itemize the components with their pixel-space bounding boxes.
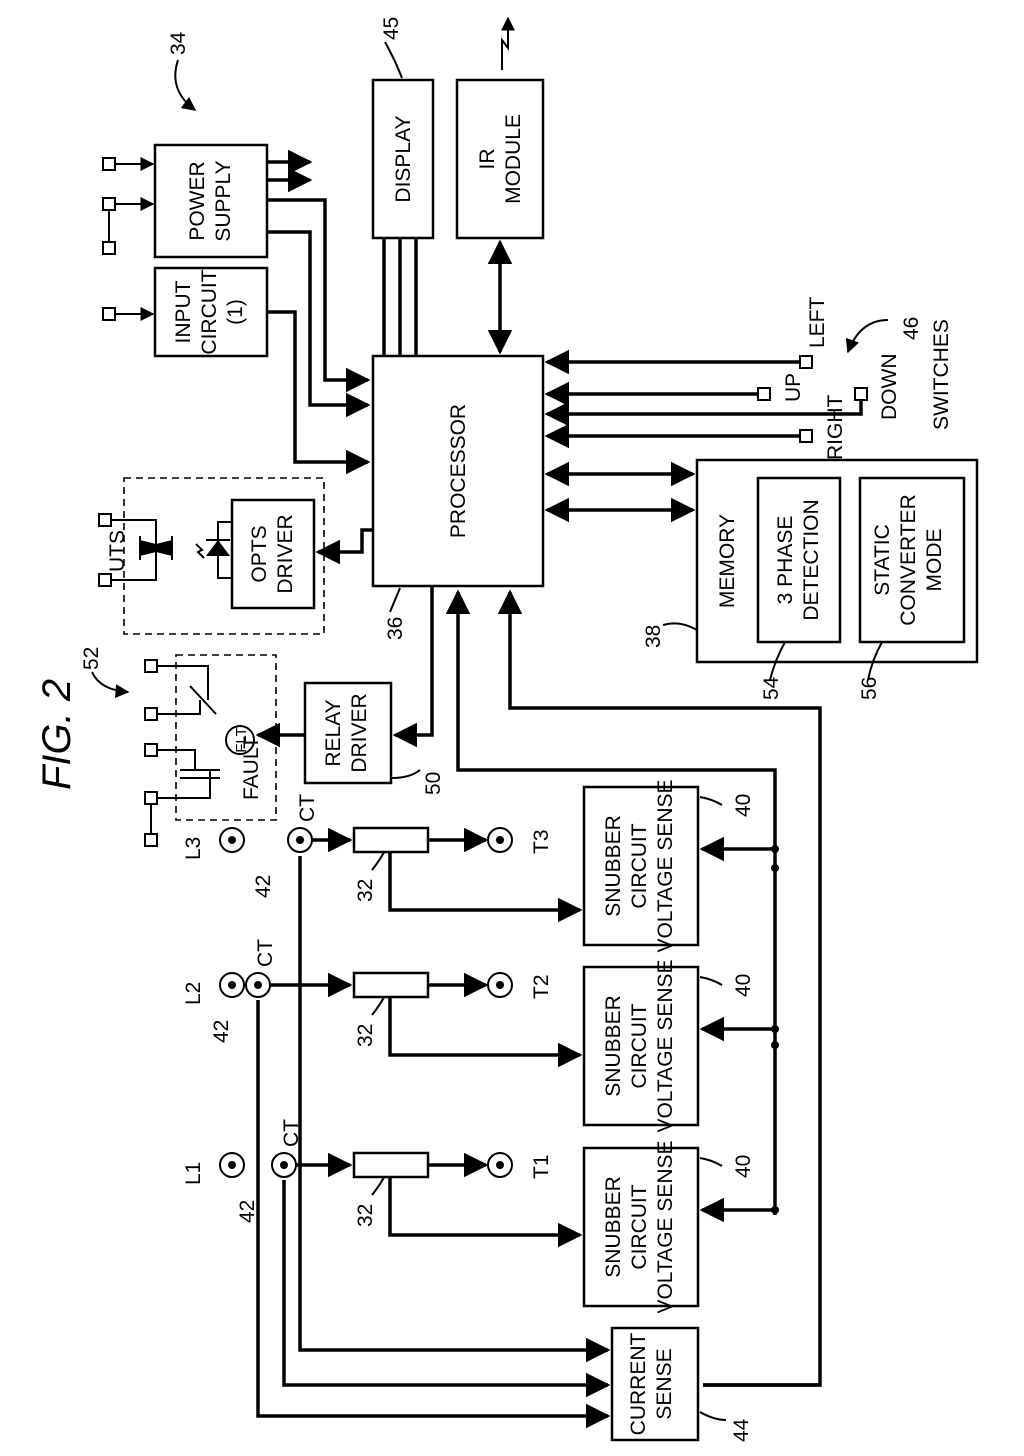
snubber-label-3: VOLTAGE SENSE: [654, 1140, 677, 1313]
snubber-label-1: SNUBBER: [602, 1176, 625, 1278]
load-label-2: T2: [530, 974, 553, 999]
phase-detection-block: [756, 476, 842, 644]
line-label-2: L2: [182, 982, 205, 1005]
snubber-label-2: CIRCUIT: [628, 823, 651, 908]
ct-ref-3: 42: [252, 875, 275, 898]
ref-50: 50: [422, 772, 445, 795]
static-converter-label-1: STATIC: [871, 524, 894, 596]
opts-driver-label-2: DRIVER: [274, 514, 297, 593]
snubber-block: [582, 965, 700, 1127]
fault-label: FAULT: [240, 736, 263, 800]
ir-module-block: [455, 78, 545, 240]
figure-title: FIG. 2: [35, 679, 79, 790]
load-label-3: T3: [530, 829, 553, 854]
load-label-1: T1: [530, 1154, 553, 1179]
phase-row-2: [219, 965, 779, 1127]
ref-45: 45: [380, 17, 403, 40]
input-circuit-label-1: INPUT: [172, 280, 195, 343]
scr-block: [352, 971, 430, 999]
ir-module-label-1: IR: [476, 149, 499, 170]
snubber-ref-3: 40: [732, 794, 755, 817]
phase-row-1: [219, 1146, 779, 1308]
power-supply-block: [153, 143, 269, 259]
switches-title: SWITCHES: [930, 319, 953, 430]
snubber-ref-2: 40: [732, 974, 755, 997]
phase-row-3: [219, 785, 779, 947]
ref-34: 34: [167, 31, 190, 55]
fault-coil-icon: [225, 725, 255, 755]
left-switch-icon[interactable]: [799, 355, 813, 369]
snubber-label-3: VOLTAGE SENSE: [654, 959, 677, 1132]
phase-detection-label-2: DETECTION: [800, 499, 823, 620]
static-converter-label-2: CONVERTER: [897, 494, 920, 625]
line-label-1: L1: [182, 1162, 205, 1185]
scr-ref-3: 32: [354, 879, 377, 902]
snubber-label-1: SNUBBER: [602, 815, 625, 917]
display-label: DISPLAY: [392, 115, 415, 202]
up-switch-icon[interactable]: [757, 387, 771, 401]
phase-detection-label-1: 3 PHASE: [774, 516, 797, 605]
scr-block: [352, 1151, 430, 1179]
input-circuit-label-3: (1): [224, 299, 247, 325]
ref-46: 46: [900, 317, 923, 340]
ref-38: 38: [642, 625, 665, 648]
processor-label: PROCESSOR: [447, 404, 470, 538]
snubber-label-2: CIRCUIT: [628, 1184, 651, 1269]
ref-54: 54: [760, 676, 783, 700]
switch-right-label: RIGHT: [824, 395, 847, 461]
relay-driver-label-2: DRIVER: [348, 693, 371, 772]
relay-driver-block: [303, 681, 393, 785]
ct-label-3: CT: [296, 794, 319, 822]
scr-ref-1: 32: [354, 1204, 377, 1227]
down-switch-icon[interactable]: [854, 387, 868, 401]
ct-label-2: CT: [254, 939, 277, 967]
ct-ref-1: 42: [236, 1200, 259, 1223]
uts-label: UTS: [106, 530, 129, 572]
scr-ref-2: 32: [354, 1024, 377, 1047]
opts-driver-block: [230, 498, 316, 610]
display-block: [371, 78, 435, 240]
scr-block: [352, 826, 430, 854]
current-sense-block: [610, 1326, 700, 1442]
snubber-ref-1: 40: [732, 1155, 755, 1178]
ref-44: 44: [730, 1418, 753, 1442]
ref-56: 56: [858, 677, 881, 700]
switch-up-label: UP: [782, 373, 805, 402]
power-supply-label-1: POWER: [186, 161, 209, 240]
fault-coil-label: FLT: [233, 727, 250, 753]
switch-down-label: DOWN: [878, 354, 901, 421]
snubber-block: [582, 785, 700, 947]
static-converter-label-3: MODE: [923, 529, 946, 592]
switch-left-label: LEFT: [806, 296, 829, 348]
snubber-label-2: CIRCUIT: [628, 1003, 651, 1088]
ir-module-label-2: MODULE: [502, 114, 525, 204]
relay-driver-label-1: RELAY: [322, 699, 345, 766]
snubber-label-1: SNUBBER: [602, 995, 625, 1097]
memory-label: MEMORY: [716, 514, 739, 608]
ct-ref-2: 42: [210, 1020, 233, 1043]
current-sense-label-2: SENSE: [653, 1348, 676, 1419]
processor-block: [371, 354, 545, 588]
snubber-block: [582, 1146, 700, 1308]
power-supply-label-2: SUPPLY: [212, 160, 235, 241]
opts-driver-label-1: OPTS: [248, 525, 271, 582]
ref-52: 52: [80, 647, 103, 670]
ct-label-1: CT: [280, 1119, 303, 1147]
snubber-label-3: VOLTAGE SENSE: [654, 779, 677, 952]
input-circuit-label-2: CIRCUIT: [198, 269, 221, 354]
static-converter-block: [858, 476, 966, 644]
input-circuit-block: [153, 266, 269, 358]
line-label-3: L3: [182, 837, 205, 860]
current-sense-label-1: CURRENT: [627, 1333, 650, 1436]
ref-36: 36: [384, 617, 407, 640]
right-switch-icon[interactable]: [799, 429, 813, 443]
